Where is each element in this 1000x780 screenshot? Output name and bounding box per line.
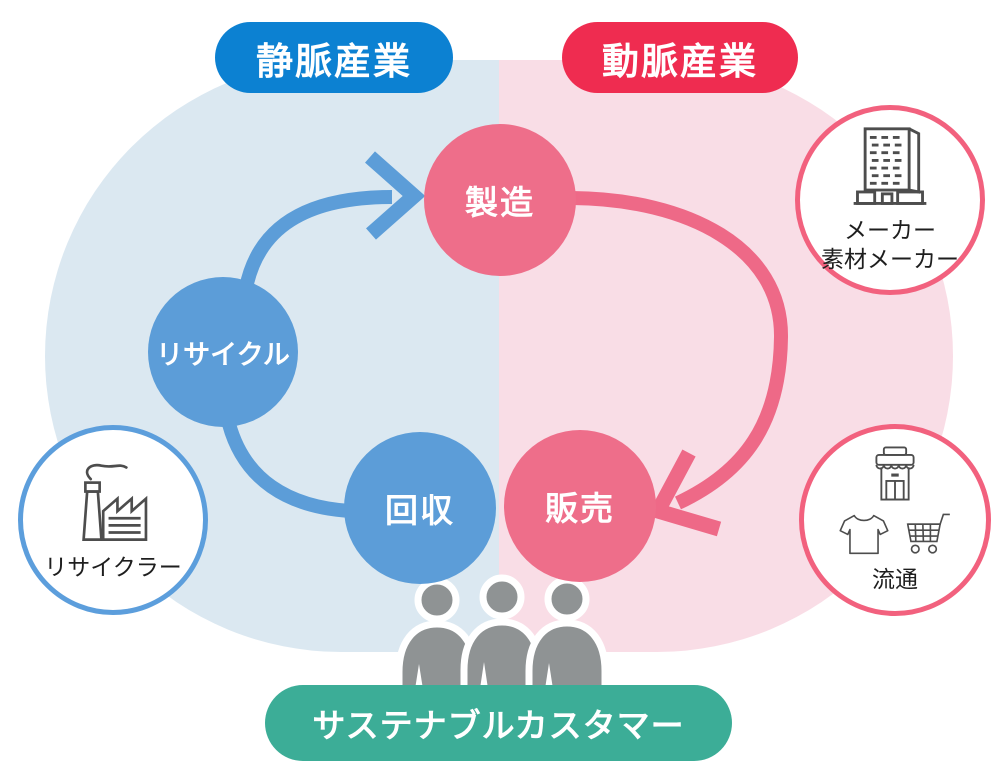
store-icon xyxy=(875,446,915,501)
recycler-label: リサイクラー xyxy=(44,554,182,581)
node-collect: 回収 xyxy=(344,432,496,584)
node-manufacture: 製造 xyxy=(424,124,576,276)
tshirt-icon xyxy=(839,514,889,554)
node-recycle: リサイクル xyxy=(148,277,298,427)
maker-label: メーカー 素材メーカー xyxy=(821,218,959,273)
distribution-label: 流通 xyxy=(872,566,918,593)
satellite-recycler: リサイクラー xyxy=(18,425,208,615)
factory-icon xyxy=(82,463,148,541)
badge-venous-industry: 静脈産業 xyxy=(215,22,453,93)
office-building-icon xyxy=(853,127,927,206)
shopping-cart-icon xyxy=(906,513,950,554)
badge-arterial-industry: 動脈産業 xyxy=(562,22,798,93)
satellite-maker: メーカー 素材メーカー xyxy=(795,105,985,295)
node-sell: 販売 xyxy=(504,430,656,582)
sustainable-customer-banner: サステナブルカスタマー xyxy=(265,685,732,761)
satellite-distribution: 流通 xyxy=(799,424,991,616)
